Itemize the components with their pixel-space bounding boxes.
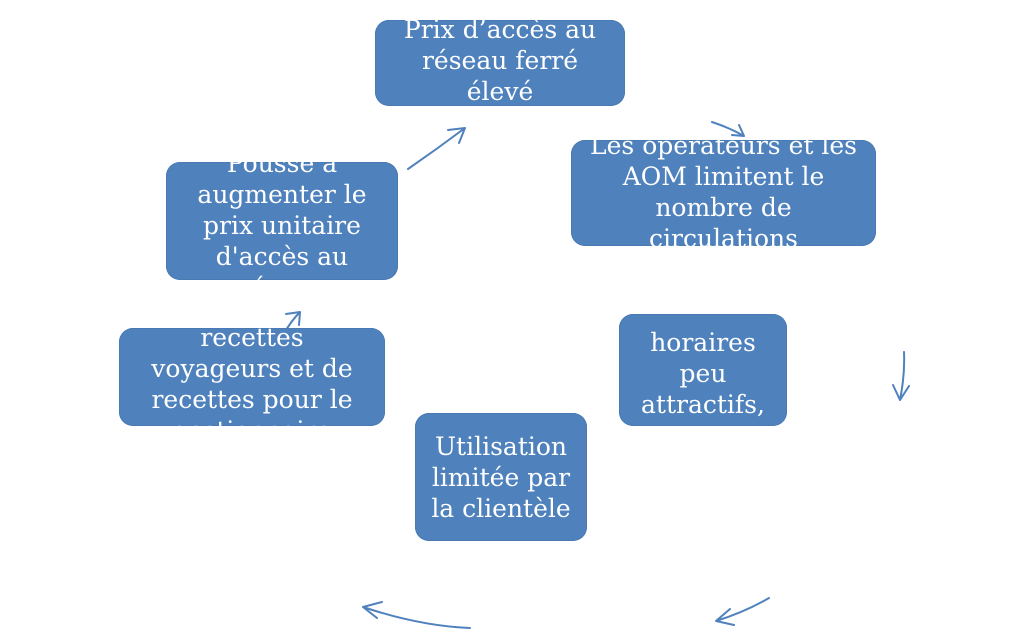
node-label: horaires peu attractifs, peu	[641, 328, 765, 426]
node-label: Les opérateurs et les AOM limitent le no…	[590, 140, 857, 246]
node-label: Prix d’accès au réseau ferré élevé	[403, 20, 597, 106]
node-limitation-circulations: Les opérateurs et les AOM limitent le no…	[571, 140, 876, 246]
arrow-to-box1	[407, 127, 466, 170]
node-augmentation-prix: Pousse à augmenter le prix unitaire d'ac…	[166, 162, 398, 280]
arrow-to-box2	[711, 121, 745, 137]
arrow-bottom-right	[715, 597, 770, 626]
node-recettes: recettes voyageurs et de recettes pour l…	[119, 328, 385, 426]
arrow-right-down	[892, 351, 910, 401]
node-horaires-peu-attractifs: horaires peu attractifs, peu	[619, 314, 787, 426]
node-label: Utilisation limitée par la clientèle	[431, 431, 571, 523]
node-utilisation-limitee: Utilisation limitée par la clientèle	[415, 413, 587, 541]
node-prix-acces-eleve: Prix d’accès au réseau ferré élevé	[375, 20, 625, 106]
node-label: Pousse à augmenter le prix unitaire d'ac…	[197, 162, 367, 280]
arrow-bottom-left	[362, 601, 471, 629]
node-label: recettes voyageurs et de recettes pour l…	[151, 328, 353, 426]
